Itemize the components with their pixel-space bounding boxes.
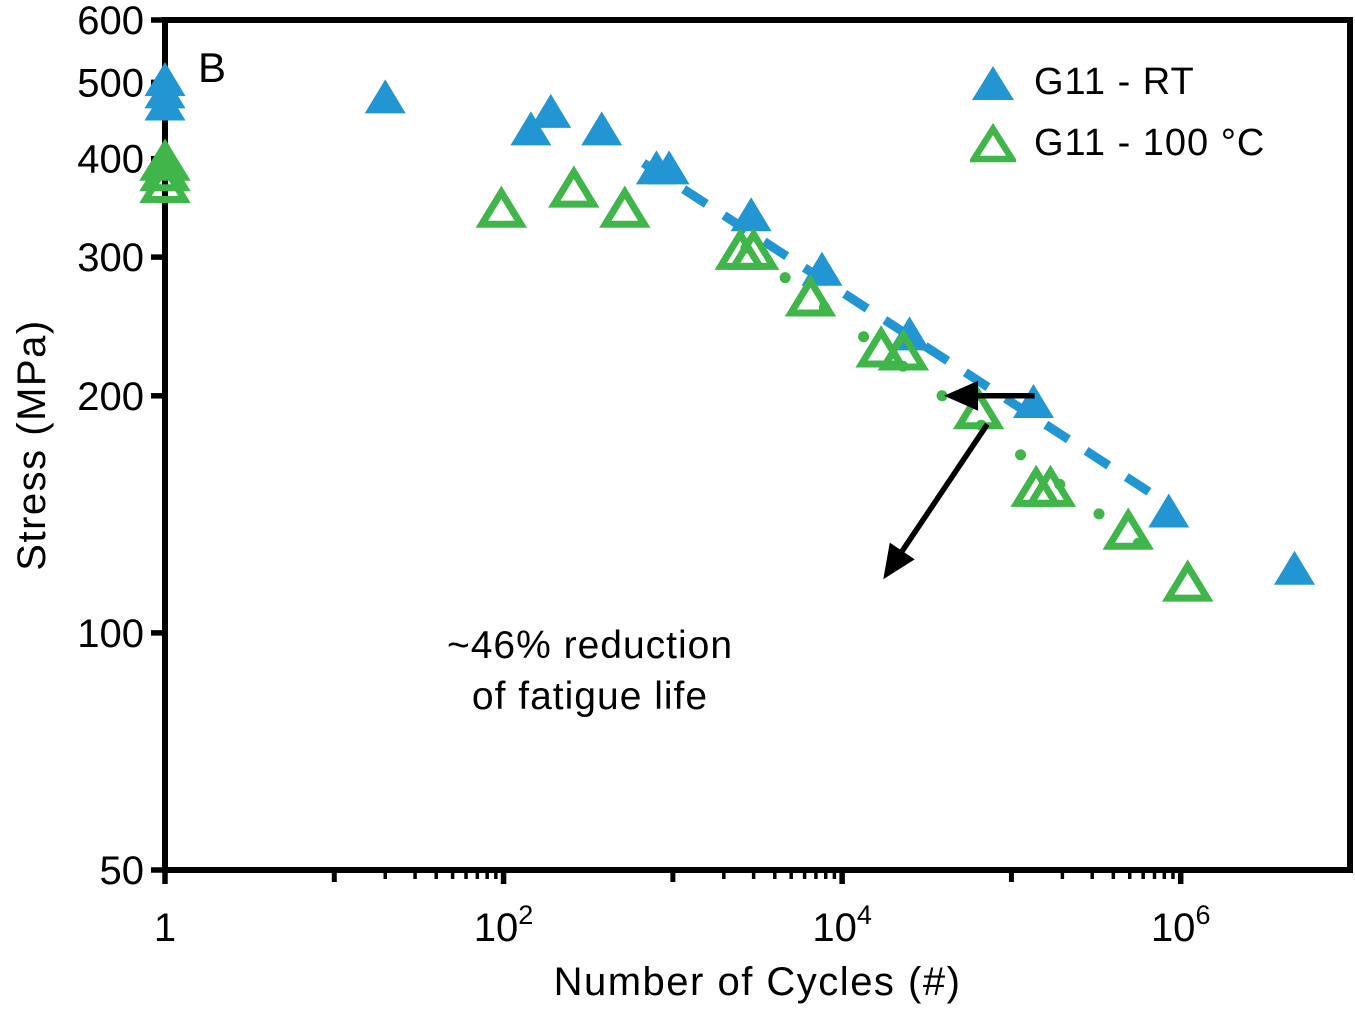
y-tick-label: 100 <box>77 612 144 656</box>
legend-label: G11 - RT <box>1034 60 1195 103</box>
data-point-open-triangle <box>475 185 528 228</box>
reduction-annotation: ~46% reduction of fatigue life <box>385 620 795 723</box>
data-point-filled-triangle <box>1273 550 1315 585</box>
data-point-open-triangle <box>952 387 1005 430</box>
legend-label: G11 - 100 °C <box>1034 121 1266 164</box>
data-point-filled-triangle <box>648 150 690 185</box>
filled-triangle-marker-icon <box>970 62 1016 102</box>
data-point-filled-triangle <box>144 86 186 121</box>
data-point-open-triangle <box>1161 559 1214 602</box>
x-tick-label: 104 <box>812 900 872 950</box>
y-tick-label: 500 <box>77 61 144 105</box>
data-point-filled-triangle <box>1012 383 1054 418</box>
y-axis-title: Stress (MPa) <box>10 319 54 571</box>
x-tick-label: 1 <box>154 906 176 950</box>
y-tick-label: 400 <box>77 138 144 182</box>
open-triangle-marker-icon <box>968 122 1018 163</box>
y-tick-label: 600 <box>77 0 144 43</box>
y-tick-label: 50 <box>100 849 145 893</box>
x-tick-label: 106 <box>1151 900 1211 950</box>
data-point-filled-triangle <box>530 93 572 128</box>
data-point-open-triangle <box>139 160 191 204</box>
reduction-arrow-horizontal-head <box>944 380 979 411</box>
legend-item-g11-rt: G11 - RT <box>970 56 1265 108</box>
y-tick-label: 300 <box>77 236 144 280</box>
axes-frame <box>162 17 1353 873</box>
reduction-arrow-diagonal-line <box>896 422 990 558</box>
data-point-open-triangle <box>1024 464 1077 507</box>
legend-item-g11-100c: G11 - 100 °C <box>968 117 1266 169</box>
data-point-filled-triangle <box>1148 493 1190 528</box>
data-point-open-triangle <box>784 274 837 317</box>
annotation-line-2: of fatigue life <box>471 675 709 719</box>
trend-line-dotted <box>740 242 1162 563</box>
data-point-filled-triangle <box>730 197 772 232</box>
data-point-filled-triangle <box>364 79 406 114</box>
data-point-open-triangle <box>877 328 930 371</box>
x-axis-title: Number of Cycles (#) <box>553 960 962 1004</box>
data-point-open-triangle <box>599 185 651 228</box>
legend-marker-shape <box>968 122 1018 163</box>
y-tick-label: 200 <box>77 375 144 419</box>
reduction-arrow-diagonal-head <box>883 542 915 580</box>
legend: G11 - RT G11 - 100 °C <box>968 56 1266 169</box>
data-point-filled-triangle <box>581 111 623 146</box>
data-point-open-triangle <box>727 227 780 270</box>
x-tick-label: 102 <box>474 900 534 950</box>
data-point-open-triangle <box>548 165 600 208</box>
panel-label: B <box>198 44 228 91</box>
data-point-open-triangle <box>139 149 191 192</box>
data-point-filled-triangle <box>510 111 552 146</box>
annotation-line-1: ~46% reduction <box>446 624 734 667</box>
data-point-open-triangle <box>855 325 907 368</box>
data-point-open-triangle <box>139 138 191 181</box>
data-point-open-triangle <box>1102 507 1155 550</box>
legend-marker-shape <box>972 66 1014 100</box>
